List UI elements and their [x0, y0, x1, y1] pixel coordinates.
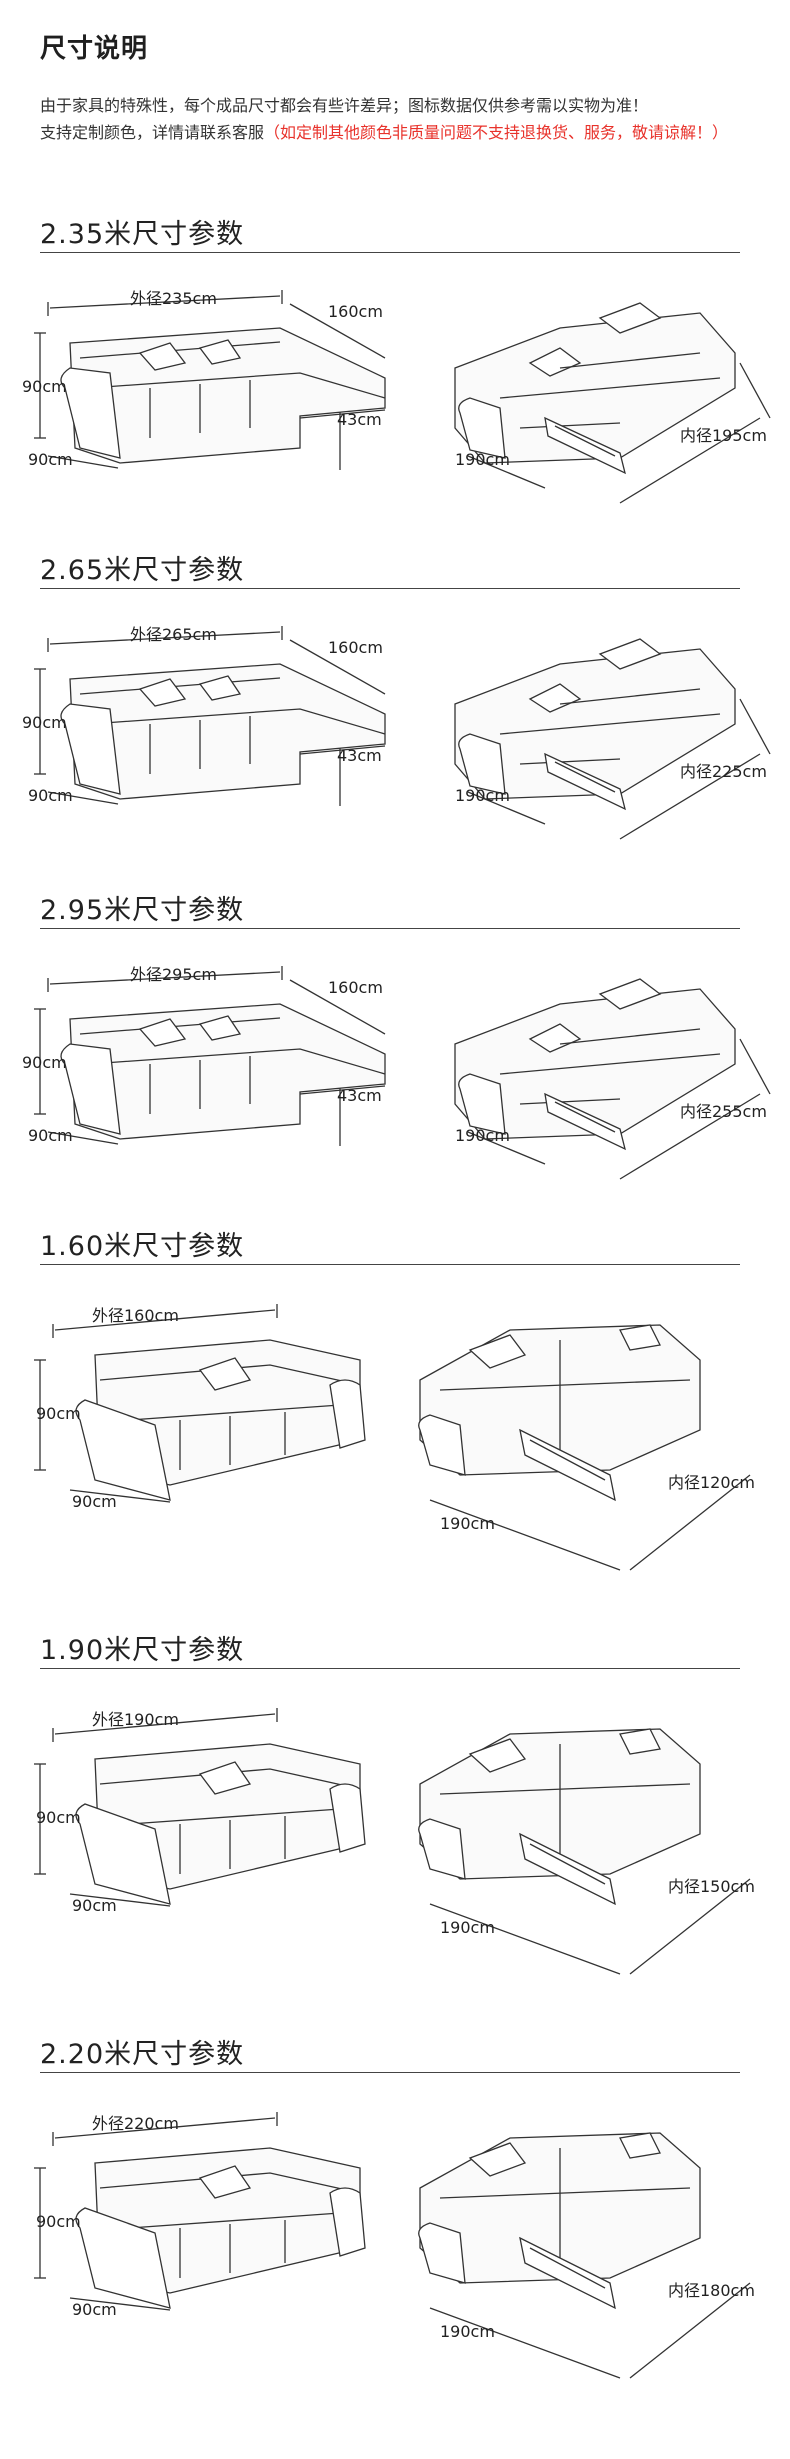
intro-line-1: 由于家具的特殊性，每个成品尺寸都会有些许差异；图标数据仅供参考需以实物为准！: [40, 96, 649, 115]
width-label: 90cm: [28, 786, 73, 805]
bed-length-label: 190cm: [440, 1918, 495, 1937]
section-title: 2.65米尺寸参数: [40, 555, 245, 586]
corner-sofa-drawing: [34, 290, 771, 504]
depth-label: 160cm: [328, 638, 383, 657]
section-title: 2.35米尺寸参数: [40, 219, 245, 250]
size-section-5: 1.90米尺寸参数 外径190cm 90cm 90cm 190cm 内: [0, 1628, 790, 1988]
intro-line-2-note: （如定制其他颜色非质量问题不支持退换货、服务，敬请谅解！）: [264, 123, 729, 142]
outer-width-label: 外径160cm: [92, 1306, 179, 1325]
section-title: 1.60米尺寸参数: [40, 1231, 245, 1262]
bed-length-label: 190cm: [440, 2322, 495, 2341]
seat-height-label: 43cm: [337, 746, 382, 765]
depth-label: 160cm: [328, 978, 383, 997]
bed-length-label: 190cm: [440, 1514, 495, 1533]
inner-width-label: 内径195cm: [680, 426, 767, 445]
bed-length-label: 190cm: [455, 1126, 510, 1145]
section-divider: [40, 928, 740, 929]
section-divider: [40, 2072, 740, 2073]
straight-sofa-drawing: [34, 1304, 751, 1571]
width-label: 90cm: [28, 1126, 73, 1145]
bed-length-label: 190cm: [455, 450, 510, 469]
depth-label: 160cm: [328, 302, 383, 321]
section-divider: [40, 588, 740, 589]
outer-width-label: 外径190cm: [92, 1710, 179, 1729]
outer-width-label: 外径220cm: [92, 2114, 179, 2133]
inner-width-label: 内径150cm: [668, 1877, 755, 1896]
inner-width-label: 内径120cm: [668, 1473, 755, 1492]
intro-line-2-text: 支持定制颜色，详情请联系客服: [40, 123, 265, 142]
section-divider: [40, 1264, 740, 1265]
section-title: 2.20米尺寸参数: [40, 2039, 245, 2070]
width-label: 90cm: [28, 450, 73, 469]
inner-width-label: 内径255cm: [680, 1102, 767, 1121]
intro-text: 由于家具的特殊性，每个成品尺寸都会有些许差异；图标数据仅供参考需以实物为准！ 支…: [40, 92, 760, 146]
inner-width-label: 内径180cm: [668, 2281, 755, 2300]
size-section-6: 2.20米尺寸参数 外径220cm 90cm 90cm 190cm 内: [0, 2032, 790, 2392]
straight-sofa-drawing: [34, 1708, 751, 1975]
section-title: 2.95米尺寸参数: [40, 895, 245, 926]
size-section-1: 2.35米尺寸参数 外径235cm 16: [0, 212, 790, 572]
section-divider: [40, 252, 740, 253]
width-label: 90cm: [72, 1896, 117, 1915]
width-label: 90cm: [72, 1492, 117, 1511]
outer-width-label: 外径295cm: [130, 965, 217, 984]
height-label: 90cm: [36, 1808, 81, 1827]
intro-line-2: 支持定制颜色，详情请联系客服（如定制其他颜色非质量问题不支持退换货、服务，敬请谅…: [40, 119, 760, 146]
outer-width-label: 外径265cm: [130, 625, 217, 644]
inner-width-label: 内径225cm: [680, 762, 767, 781]
corner-sofa-drawing: [34, 626, 771, 840]
bed-length-label: 190cm: [455, 786, 510, 805]
straight-sofa-drawing: [34, 2112, 751, 2379]
width-label: 90cm: [72, 2300, 117, 2319]
size-section-4: 1.60米尺寸参数 外径160cm 90cm 90cm 190cm 内: [0, 1224, 790, 1584]
height-label: 90cm: [36, 2212, 81, 2231]
seat-height-label: 43cm: [337, 410, 382, 429]
seat-height-label: 43cm: [337, 1086, 382, 1105]
height-label: 90cm: [36, 1404, 81, 1423]
height-label: 90cm: [22, 377, 67, 396]
height-label: 90cm: [22, 713, 67, 732]
size-section-3: 2.95米尺寸参数 外径295cm 16: [0, 888, 790, 1248]
page-title: 尺寸说明: [40, 34, 149, 64]
height-label: 90cm: [22, 1053, 67, 1072]
corner-sofa-drawing: [34, 966, 771, 1180]
outer-width-label: 外径235cm: [130, 289, 217, 308]
section-divider: [40, 1668, 740, 1669]
size-section-2: 2.65米尺寸参数 外径265cm 16: [0, 548, 790, 908]
section-title: 1.90米尺寸参数: [40, 1635, 245, 1666]
